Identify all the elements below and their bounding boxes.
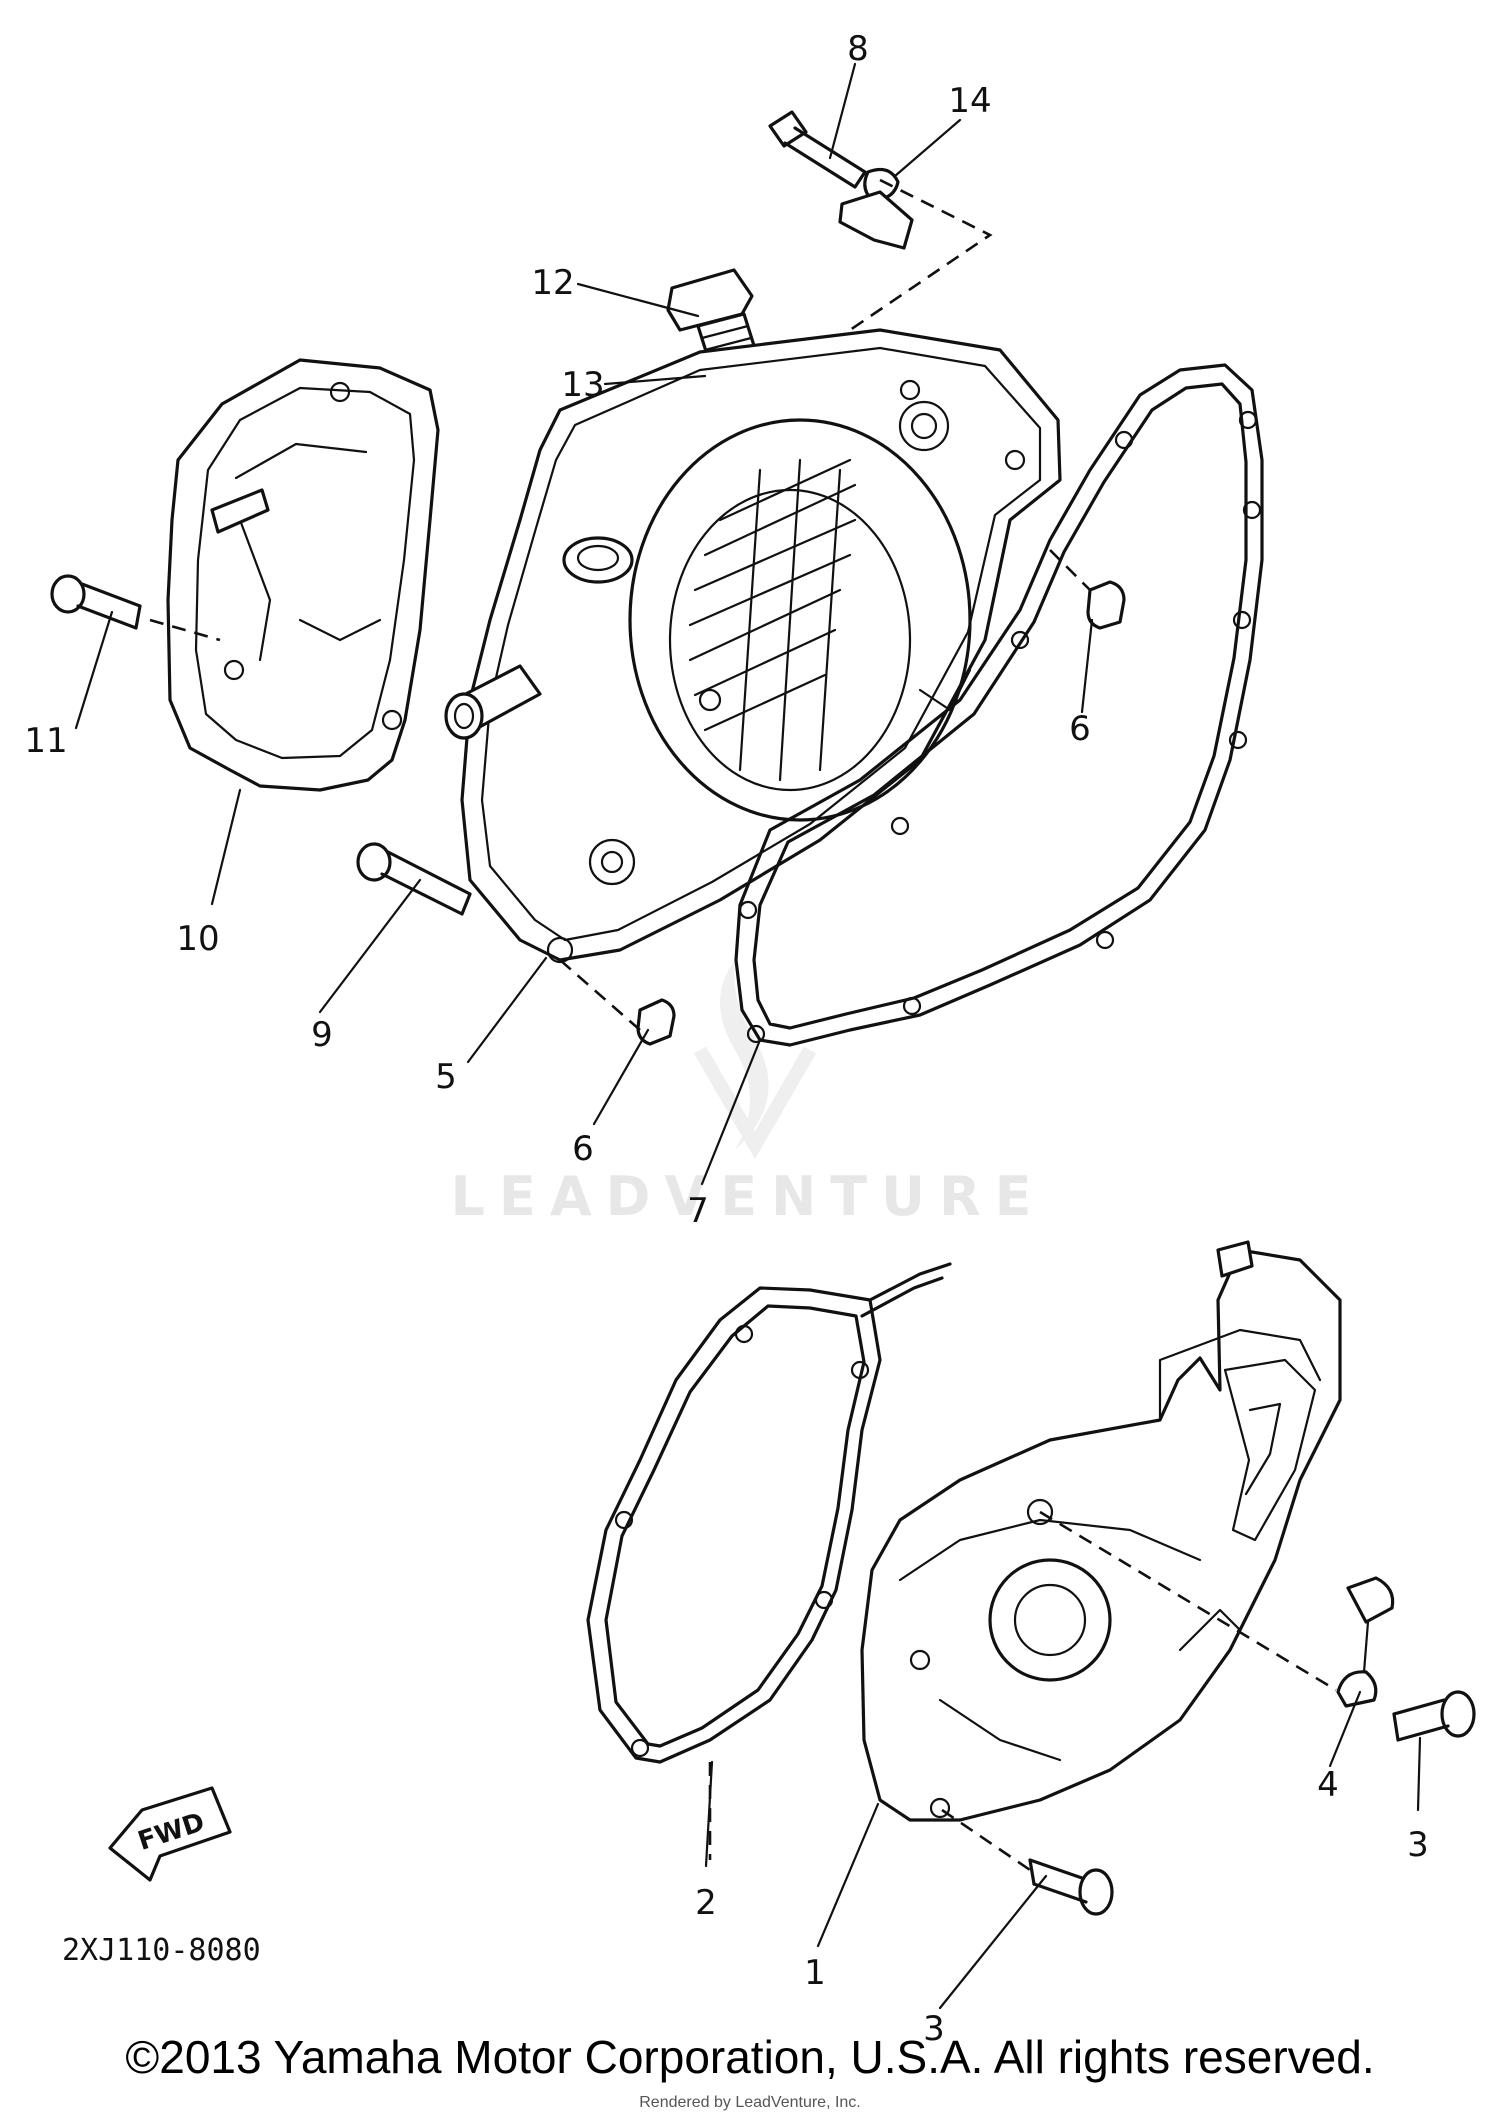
part-9-bolt xyxy=(356,842,472,916)
watermark: LEADVENTURE xyxy=(451,960,1046,1228)
fwd-arrow: FWD xyxy=(108,1786,232,1882)
callout-13: 13 xyxy=(561,365,604,405)
callout-6-lower: 6 xyxy=(572,1129,594,1169)
part-7-gasket xyxy=(734,363,1264,1047)
callout-11: 11 xyxy=(24,721,67,761)
callout-7: 7 xyxy=(687,1191,709,1231)
callout-12: 12 xyxy=(531,263,574,303)
callout-5: 5 xyxy=(435,1057,457,1097)
part-8-bolt xyxy=(768,110,867,189)
callout-4: 4 xyxy=(1317,1765,1339,1805)
part-11-bolt xyxy=(50,574,142,630)
callout-8: 8 xyxy=(847,29,869,69)
part-1-crankcase-cover xyxy=(860,1240,1342,1822)
part-14-clamp xyxy=(838,168,914,250)
assembly-lines-upper xyxy=(149,178,1091,1031)
copyright-notice: ©2013 Yamaha Motor Corporation, U.S.A. A… xyxy=(125,2031,1375,2083)
callout-14: 14 xyxy=(948,81,991,121)
callouts: 8 14 12 13 11 10 9 5 6 7 6 2 1 3 3 4 xyxy=(24,29,1428,2049)
part-2-gasket xyxy=(586,1262,952,1764)
part-6-dowel-upper xyxy=(1086,580,1126,630)
callout-6-upper: 6 xyxy=(1069,709,1091,749)
part-3-bolt-bottom xyxy=(1028,1858,1114,1916)
part-4-clamp xyxy=(1336,1576,1395,1708)
callout-1: 1 xyxy=(804,1953,826,1993)
callout-3-right: 3 xyxy=(1407,1825,1429,1865)
part-10-cover xyxy=(166,358,440,792)
part-5-crankcase-cover xyxy=(444,328,1062,964)
part-3-bolt-right xyxy=(1392,1690,1476,1742)
callout-3-bottom: 3 xyxy=(923,2009,945,2049)
watermark-text: LEADVENTURE xyxy=(451,1165,1046,1228)
rendered-by-notice: Rendered by LeadVenture, Inc. xyxy=(639,2094,861,2111)
part-code: 2XJ110-8080 xyxy=(62,1933,261,1968)
leader-lines xyxy=(74,62,1422,2010)
callout-2: 2 xyxy=(695,1883,717,1923)
callout-9: 9 xyxy=(311,1015,333,1055)
callout-10: 10 xyxy=(176,919,219,959)
